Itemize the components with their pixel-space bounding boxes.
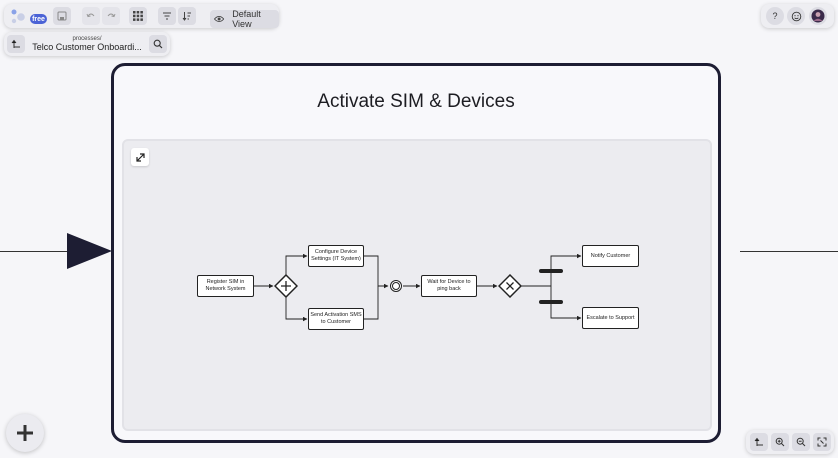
- user-toolbar: ?: [761, 4, 834, 28]
- sequence-flows: [254, 253, 582, 322]
- fullscreen-icon[interactable]: [813, 433, 831, 451]
- incoming-arrowhead: [67, 233, 112, 269]
- redo-icon[interactable]: [102, 7, 120, 25]
- undo-icon[interactable]: [82, 7, 100, 25]
- filter-icon[interactable]: [158, 7, 176, 25]
- zoom-in-icon[interactable]: [771, 433, 789, 451]
- logo-icon: [11, 9, 25, 24]
- search-icon[interactable]: [149, 35, 167, 53]
- subprocess-frame[interactable]: Activate SIM & Devices: [111, 63, 721, 443]
- expand-icon[interactable]: [131, 148, 149, 166]
- plan-badge: free: [30, 14, 47, 24]
- save-icon[interactable]: [53, 7, 71, 25]
- view-selector[interactable]: Default View: [210, 9, 279, 29]
- grid-icon[interactable]: [129, 7, 147, 25]
- task-configure-device[interactable]: Configure Device Settings (IT System): [308, 245, 364, 267]
- subprocess-canvas[interactable]: Register SIM in Network System Configure…: [122, 139, 712, 431]
- intermediate-event[interactable]: [389, 279, 403, 293]
- task-register-sim[interactable]: Register SIM in Network System: [197, 275, 254, 297]
- task-wait-device[interactable]: Wait for Device to ping back: [421, 275, 477, 297]
- navigate-up-icon[interactable]: [7, 35, 25, 53]
- process-name[interactable]: Telco Customer Onboardi...: [32, 42, 142, 52]
- zoom-toolbar: [746, 430, 834, 454]
- task-send-sms[interactable]: Send Activation SMS to Customer: [308, 308, 364, 330]
- avatar[interactable]: [809, 7, 827, 25]
- feedback-icon[interactable]: [787, 7, 805, 25]
- add-button[interactable]: [6, 414, 44, 452]
- main-toolbar: free Default View: [4, 4, 279, 29]
- view-label: Default View: [232, 9, 261, 29]
- exclusive-gateway[interactable]: [498, 274, 522, 298]
- parallel-gateway[interactable]: [274, 274, 298, 298]
- task-escalate[interactable]: Escalate to Support: [582, 307, 639, 329]
- subprocess-title: Activate SIM & Devices: [317, 91, 515, 112]
- breadcrumb: [4, 32, 170, 56]
- breadcrumb-path[interactable]: processes/: [72, 36, 102, 42]
- fit-icon[interactable]: [750, 433, 768, 451]
- help-icon[interactable]: ?: [766, 7, 784, 25]
- sort-icon[interactable]: [178, 7, 196, 25]
- zoom-out-icon[interactable]: [792, 433, 810, 451]
- eye-icon: [214, 15, 225, 23]
- outgoing-flow: [740, 251, 838, 252]
- task-notify-customer[interactable]: Notify Customer: [582, 245, 639, 267]
- incoming-flow: [0, 251, 68, 252]
- plus-icon: [17, 425, 33, 441]
